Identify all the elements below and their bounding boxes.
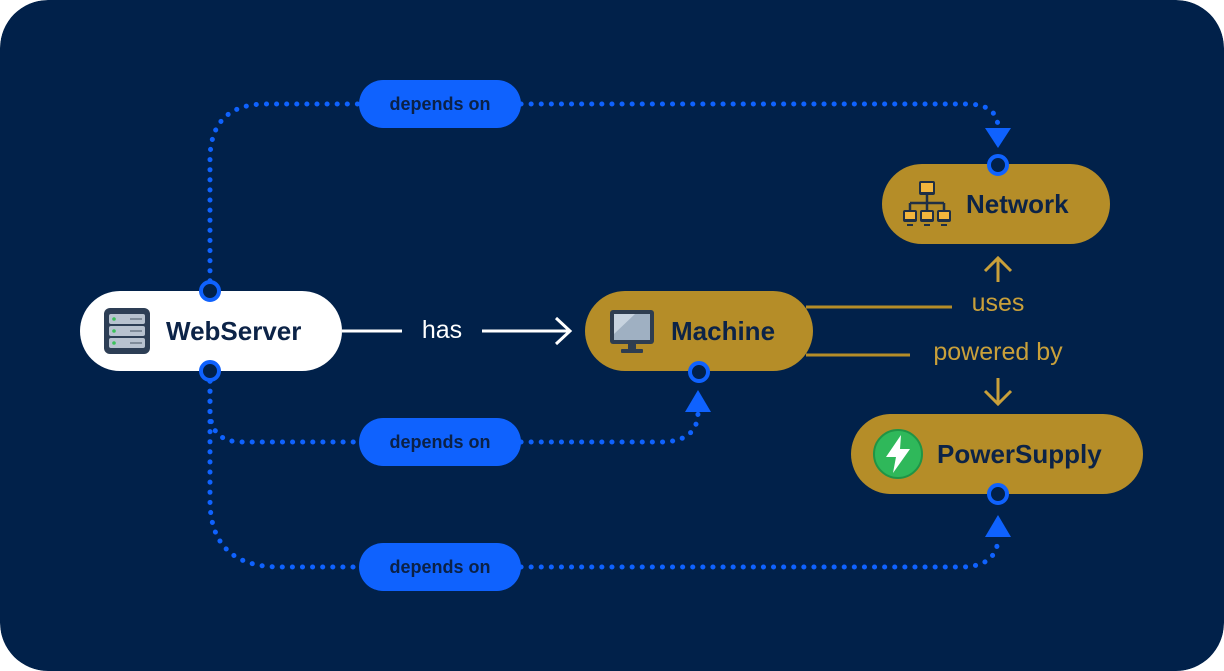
edge-depends-on-network: [207, 101, 1001, 294]
arrowhead-powersupply: [985, 515, 1011, 537]
depends-on-powersupply-label: depends on: [389, 556, 491, 577]
lightning-icon: [873, 429, 923, 479]
node-powersupply-label: PowerSupply: [937, 438, 1102, 469]
node-machine[interactable]: Machine: [585, 291, 813, 371]
depends-on-network-pill[interactable]: depends on: [359, 80, 521, 128]
depends-on-powersupply-pill[interactable]: depends on: [359, 543, 521, 591]
arrowhead-has: [554, 316, 573, 346]
depends-on-network-label: depends on: [389, 93, 491, 114]
node-network-label: Network: [966, 188, 1069, 219]
arrowhead-powered: [983, 389, 1013, 407]
port-powersupply-bottom[interactable]: [987, 483, 1009, 505]
arrowhead-machine: [685, 390, 711, 412]
edge-depends-on-powersupply: [207, 368, 1001, 570]
port-webserver-top[interactable]: [199, 280, 221, 302]
node-network[interactable]: Network: [882, 164, 1110, 244]
node-webserver-label: WebServer: [166, 315, 302, 346]
port-network-top[interactable]: [987, 154, 1009, 176]
node-webserver[interactable]: WebServer: [80, 291, 342, 371]
port-machine-bottom[interactable]: [688, 361, 710, 383]
depends-on-machine-label: depends on: [389, 431, 491, 452]
network-icon: [903, 181, 951, 226]
uses-label: uses: [971, 289, 1025, 317]
has-label: has: [421, 316, 463, 344]
node-machine-label: Machine: [671, 315, 776, 346]
arrowhead-network: [985, 128, 1011, 148]
node-powersupply[interactable]: PowerSupply: [851, 414, 1143, 494]
port-webserver-bottom[interactable]: [199, 360, 221, 382]
depends-on-machine-pill[interactable]: depends on: [359, 418, 521, 466]
monitor-icon: [610, 310, 654, 353]
server-icon: [104, 308, 150, 354]
arrowhead-uses: [983, 255, 1013, 273]
powered-by-label: powered by: [933, 338, 1063, 366]
